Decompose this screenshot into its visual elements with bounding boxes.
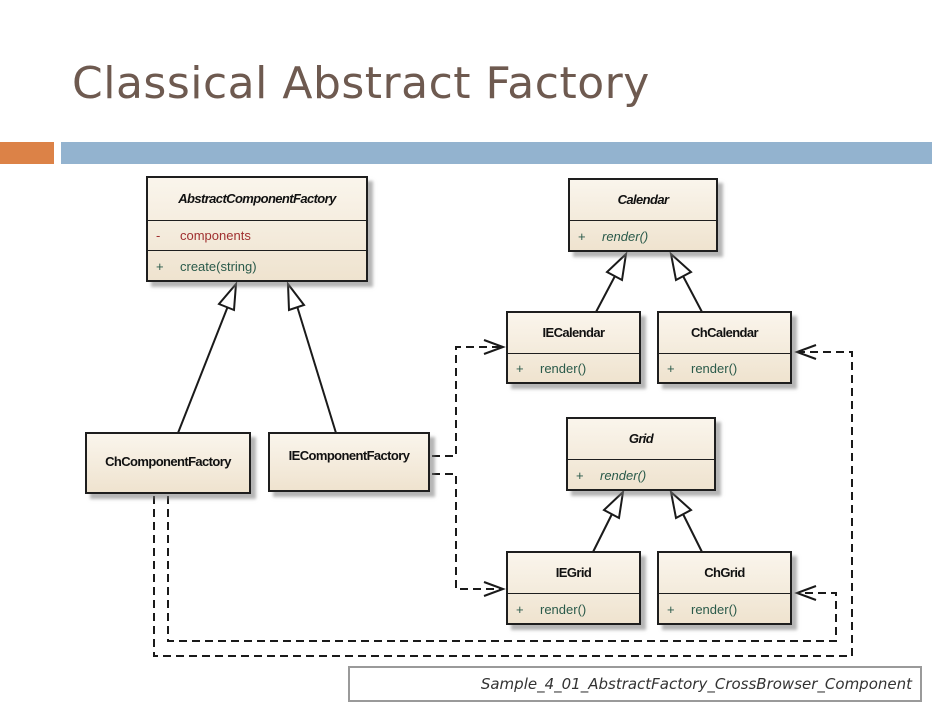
operation-row: + render(): [570, 220, 716, 251]
generalization-ch-calendar: [682, 275, 703, 313]
visibility-public: +: [667, 601, 675, 617]
generalization-arrowhead: [602, 489, 625, 520]
operation-row: + render(): [508, 593, 639, 624]
generalization-arrowhead: [669, 251, 693, 282]
operation-name: render(): [691, 601, 738, 617]
operation-row: + render(): [508, 353, 639, 383]
operation-name: render(): [602, 228, 649, 244]
dependency-arrowhead: [794, 344, 817, 360]
class-ie-component-factory[interactable]: IEComponentFactory: [268, 432, 430, 492]
generalization-arrowhead: [605, 251, 628, 282]
class-name: IECalendar: [542, 325, 606, 340]
class-name: Calendar: [617, 192, 669, 207]
generalization-ch-factory: [177, 305, 229, 434]
operation-name: render(): [691, 361, 738, 376]
class-calendar[interactable]: Calendar + render(): [568, 178, 718, 252]
slide-title: Classical Abstract Factory: [72, 58, 650, 109]
generalization-arrowhead: [669, 489, 693, 520]
attribute-name: components: [180, 228, 251, 243]
attribute-row: - components: [148, 220, 366, 250]
visibility-private: -: [156, 228, 161, 243]
visibility-public: +: [578, 228, 586, 244]
class-ch-component-factory[interactable]: ChComponentFactory: [85, 432, 251, 494]
dependency-ie-factory-ie-grid: [432, 473, 500, 590]
class-name: IEGrid: [555, 565, 592, 580]
class-name: ChGrid: [704, 565, 745, 580]
operation-name: render(): [540, 361, 587, 376]
operation-row: + create(string): [148, 250, 366, 281]
operation-row: + render(): [659, 593, 790, 624]
sample-caption: Sample_4_01_AbstractFactory_CrossBrowser…: [348, 666, 922, 702]
visibility-public: +: [516, 601, 524, 617]
accent-bar-blue: [61, 142, 932, 164]
class-ch-calendar[interactable]: ChCalendar + render(): [657, 311, 792, 384]
class-ch-grid[interactable]: ChGrid + render(): [657, 551, 792, 625]
class-ie-calendar[interactable]: IECalendar + render(): [506, 311, 641, 384]
class-name: IEComponentFactory: [288, 448, 410, 463]
dependency-ch-factory-ch-grid: [167, 496, 837, 642]
generalization-ie-factory: [296, 305, 337, 434]
generalization-arrowhead: [217, 281, 238, 312]
accent-bar-orange: [0, 142, 54, 164]
dependency-ch-factory-ch-calendar: [153, 351, 853, 657]
class-abstract-component-factory[interactable]: AbstractComponentFactory - components + …: [146, 176, 368, 282]
generalization-ch-grid: [682, 513, 703, 553]
visibility-public: +: [667, 361, 675, 376]
generalization-ie-calendar: [595, 275, 616, 313]
operation-name: create(string): [180, 258, 257, 274]
operation-row: + render(): [568, 459, 714, 490]
class-name: Grid: [628, 431, 654, 446]
visibility-public: +: [156, 258, 164, 274]
generalization-ie-grid: [592, 513, 613, 553]
generalization-arrowhead: [286, 280, 306, 312]
dependency-arrowhead: [794, 585, 817, 601]
visibility-public: +: [576, 467, 584, 483]
dependency-arrowhead: [483, 339, 506, 355]
class-name: AbstractComponentFactory: [178, 191, 336, 206]
dependency-ie-factory-ie-calendar: [432, 346, 500, 457]
dependency-arrowhead: [483, 581, 506, 597]
operation-row: + render(): [659, 353, 790, 383]
operation-name: render(): [600, 467, 647, 483]
class-name: ChComponentFactory: [105, 454, 231, 469]
visibility-public: +: [516, 361, 524, 376]
operation-name: render(): [540, 601, 587, 617]
class-name: ChCalendar: [691, 325, 759, 340]
class-grid[interactable]: Grid + render(): [566, 417, 716, 491]
class-ie-grid[interactable]: IEGrid + render(): [506, 551, 641, 625]
